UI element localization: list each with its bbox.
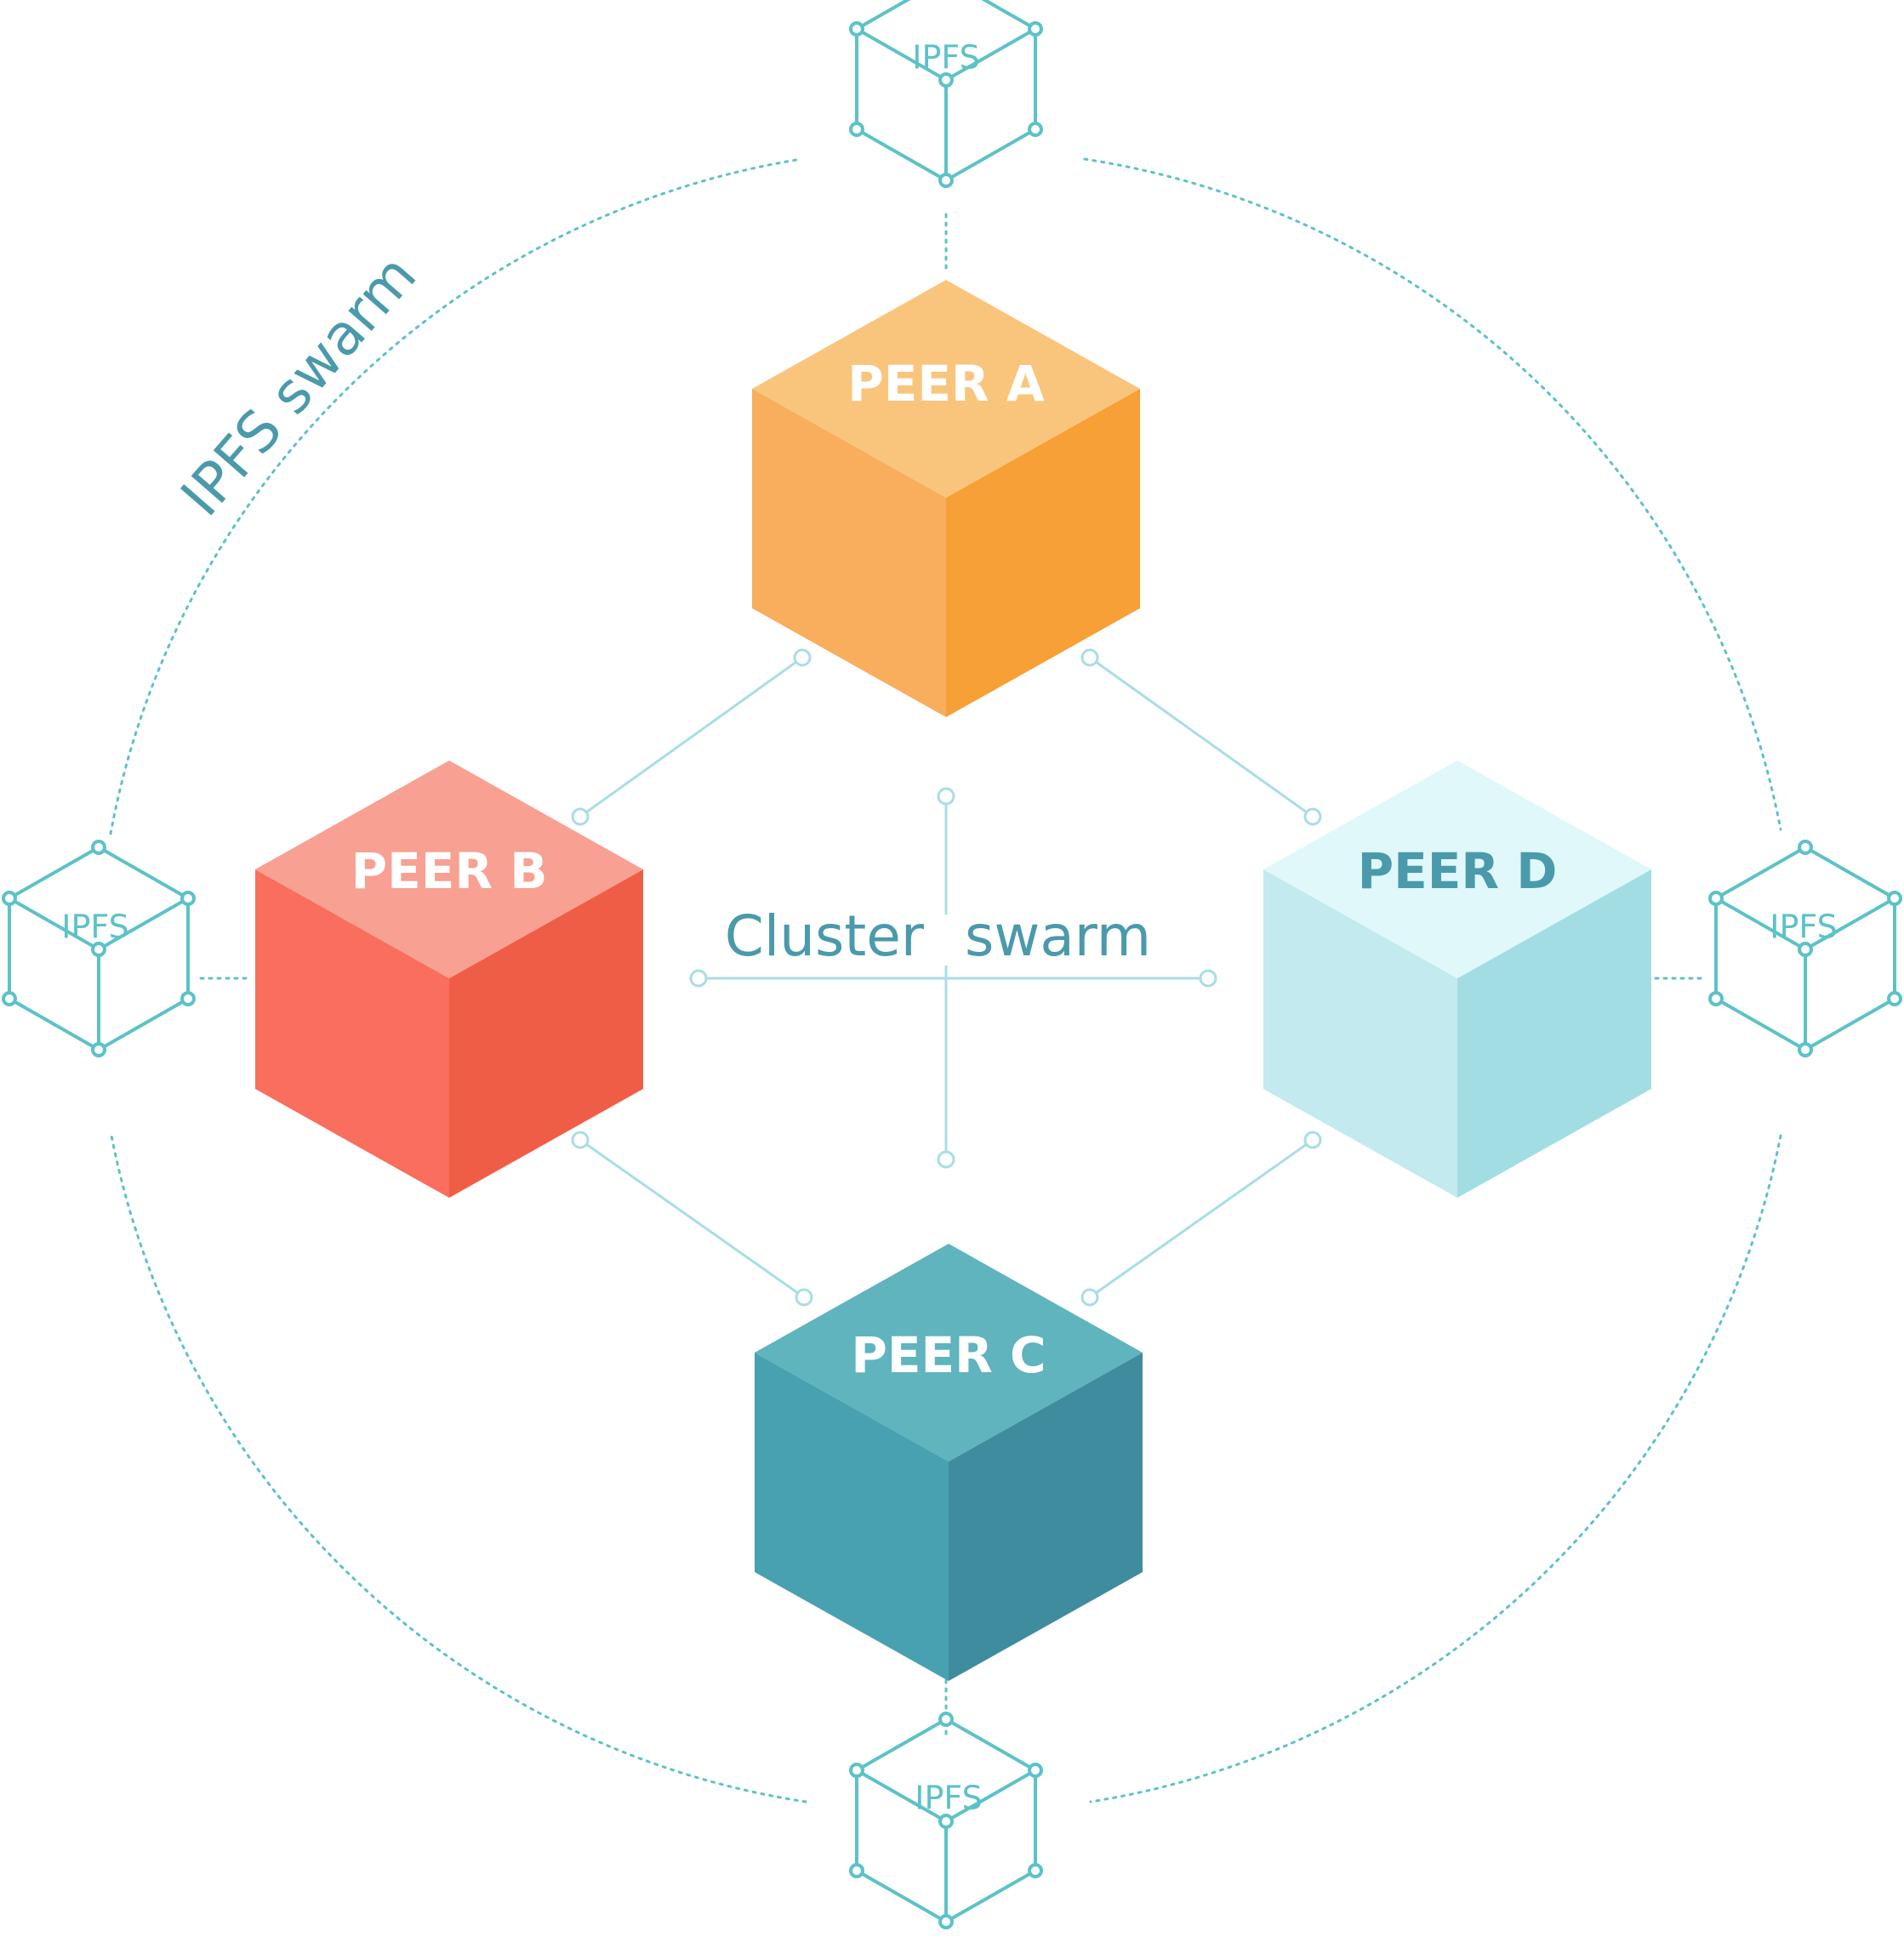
peer-a-cube <box>752 280 1140 717</box>
ipfs-node-right <box>1708 840 1902 1057</box>
connector-node <box>571 1131 590 1149</box>
peer-d-right-face <box>1457 869 1651 1198</box>
connector-node <box>1303 1131 1322 1149</box>
peer-d-cube <box>1263 761 1651 1198</box>
ipfs-right-vertex <box>1798 840 1813 855</box>
peer-b-right-face <box>449 869 643 1198</box>
connector-d-c <box>1089 1138 1314 1299</box>
ipfs-top-vertex <box>849 21 864 37</box>
ipfs-bottom-vertex <box>938 1814 954 1829</box>
peer-a-left-face <box>752 389 946 717</box>
ipfs-right-vertex <box>1887 891 1902 906</box>
connector-node <box>793 648 812 667</box>
ipfs-top-vertex <box>938 72 954 88</box>
ipfs-peer-links <box>199 213 1705 1741</box>
peer-b-label: PEER B <box>351 842 548 900</box>
peer-a-right-face <box>946 389 1140 717</box>
peer-c-right-face <box>949 1353 1143 1681</box>
peer-d-top-face <box>1263 761 1651 978</box>
ipfs-bottom-vertex <box>1028 1863 1043 1878</box>
ipfs-bottom-vertex <box>1028 1763 1043 1778</box>
peer-b-cube <box>255 761 643 1198</box>
connector-node <box>1303 807 1322 826</box>
ipfs-node-top <box>849 0 1043 188</box>
connector-a-b <box>579 656 803 818</box>
peer-b-left-face <box>255 869 449 1198</box>
ipfs-bottom-vertex <box>938 1914 954 1929</box>
swarm-word: swarm <box>965 903 1151 969</box>
swarm-arc-top-left <box>109 157 803 835</box>
ipfs-left-vertex <box>180 991 196 1006</box>
ipfs-label-left: IPFS <box>61 909 128 946</box>
peer-c-left-face <box>755 1353 949 1681</box>
peer-b-top-face <box>255 761 643 978</box>
peer-c-label: PEER C <box>851 1326 1046 1384</box>
ipfs-left-vertex <box>2 891 17 906</box>
peer-c-top-face <box>755 1244 1143 1461</box>
connector-node <box>1199 969 1217 988</box>
ipfs-top-vertex <box>1028 122 1043 137</box>
ipfs-top-vertex <box>1028 21 1043 37</box>
connector-node <box>571 807 590 826</box>
ipfs-left-vertex <box>91 840 106 855</box>
peer-c-cube <box>755 1244 1143 1681</box>
ipfs-left-vertex <box>180 891 196 906</box>
ipfs-right-vertex <box>1887 991 1902 1006</box>
ipfs-swarm-circle <box>109 157 1782 1803</box>
ipfs-left-vertex <box>2 991 17 1006</box>
connector-node <box>1080 648 1099 667</box>
peer-d-left-face <box>1263 869 1457 1198</box>
connector-node <box>937 1150 955 1169</box>
peer-a-top-face <box>752 280 1140 498</box>
connector-node <box>937 787 955 806</box>
ipfs-right-vertex <box>1708 891 1724 906</box>
ipfs-node-left <box>2 840 196 1057</box>
ipfs-label-top: IPFS <box>912 39 979 77</box>
swarm-arc-bottom-left <box>109 1130 807 1803</box>
peer-d-label: PEER D <box>1358 842 1558 900</box>
ipfs-swarm-label: IPFS swarm <box>168 242 429 528</box>
ipfs-left-vertex <box>91 942 106 957</box>
cluster-connectors <box>571 648 1322 1307</box>
connector-node <box>689 969 708 988</box>
ipfs-bottom-vertex <box>849 1863 864 1878</box>
ipfs-right-vertex <box>1708 991 1724 1006</box>
peer-a-label: PEER A <box>847 355 1045 413</box>
ipfs-node-bottom <box>849 1712 1043 1929</box>
ipfs-label-bottom: IPFS <box>915 1780 982 1817</box>
ipfs-left-vertex <box>91 1042 106 1057</box>
connector-node <box>1080 1288 1099 1307</box>
cluster-word: Cluster <box>725 903 925 969</box>
ipfs-bottom-vertex <box>849 1763 864 1778</box>
ipfs-top-vertex <box>849 122 864 137</box>
ipfs-right-vertex <box>1798 942 1813 957</box>
ipfs-right-vertex <box>1798 1042 1813 1057</box>
swarm-arc-bottom-right <box>1089 1134 1782 1803</box>
connector-a-d <box>1089 656 1314 818</box>
ipfs-label-right: IPFS <box>1770 909 1837 946</box>
cluster-swarm-label-bg <box>927 914 965 966</box>
ipfs-bottom-vertex <box>938 1712 954 1727</box>
connector-b-c <box>579 1138 805 1299</box>
ipfs-top-vertex <box>938 173 954 188</box>
connector-node <box>795 1288 813 1307</box>
